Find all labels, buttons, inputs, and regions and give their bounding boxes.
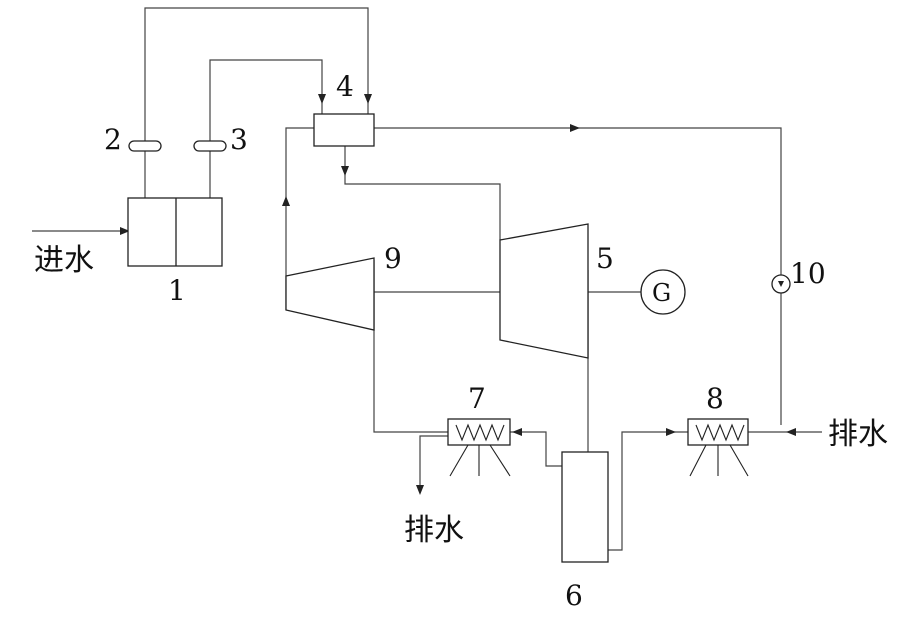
pipe-9-to-7 xyxy=(374,260,448,432)
arrow-drain-left xyxy=(416,485,424,495)
heat-exchanger-7 xyxy=(448,419,510,476)
arrow-down-4-right xyxy=(364,94,372,104)
heat-exchanger-8 xyxy=(688,419,748,476)
arrow-down-to-5 xyxy=(341,166,349,176)
label-1: 1 xyxy=(168,274,186,307)
label-5: 5 xyxy=(596,242,614,275)
valve-2 xyxy=(129,141,161,151)
label-3: 3 xyxy=(230,123,248,156)
pipe-6-to-8 xyxy=(608,432,688,550)
label-8: 8 xyxy=(706,382,724,415)
label-9: 9 xyxy=(384,242,402,275)
turbine-5 xyxy=(500,224,588,358)
component-1-box xyxy=(128,198,222,266)
arrow-into-7 xyxy=(512,428,522,436)
label-10: 10 xyxy=(790,257,826,290)
arrow-up-left xyxy=(282,196,290,206)
tank-6 xyxy=(562,452,608,562)
compressor-9 xyxy=(286,258,374,330)
arrow-right-top xyxy=(570,124,580,132)
valve-3 xyxy=(194,141,226,151)
arrow-down-4-left xyxy=(318,94,326,104)
label-generator: G xyxy=(652,279,671,307)
arrow-from-drain xyxy=(786,428,796,436)
pipe-7-drain xyxy=(420,436,450,490)
pipe-top-outer xyxy=(145,8,368,198)
pipe-4-to-5 xyxy=(345,146,500,240)
arrow-into-8 xyxy=(666,428,676,436)
pipe-6-to-7 xyxy=(510,432,562,466)
label-2: 2 xyxy=(104,123,122,156)
label-6: 6 xyxy=(565,579,583,612)
component-4-box xyxy=(314,114,374,146)
label-drain-right: 排水 xyxy=(828,417,888,452)
label-drain-left: 排水 xyxy=(404,513,464,548)
label-7: 7 xyxy=(468,382,486,415)
pump-10 xyxy=(772,275,790,293)
label-water-in: 进水 xyxy=(34,243,94,278)
label-4: 4 xyxy=(336,70,354,103)
pipe-top-inner xyxy=(210,60,322,198)
